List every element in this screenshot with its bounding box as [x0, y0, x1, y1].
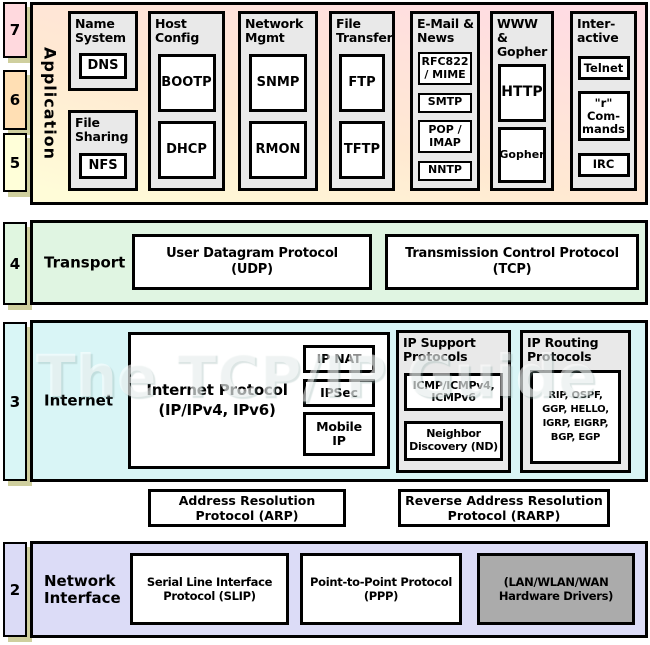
group-interactive: Inter- active Telnet "r" Com- mands IRC: [570, 11, 637, 191]
group-host-config: Host Config BOOTP DHCP: [148, 11, 225, 191]
protocol-nfs: NFS: [79, 152, 127, 179]
group-file-transfer: File Transfer FTP TFTP: [329, 11, 395, 191]
osi-layer-3-badge: 3: [3, 322, 27, 481]
group-host-config-title: Host Config: [155, 16, 200, 45]
protocol-gopher: Gopher: [498, 126, 546, 183]
protocol-udp: User Datagram Protocol (UDP): [132, 234, 372, 290]
protocol-dhcp: DHCP: [157, 120, 216, 179]
group-file-sharing-title: File Sharing: [75, 115, 129, 144]
protocol-rarp: Reverse Address Resolution Protocol (RAR…: [398, 489, 610, 527]
protocol-ftp: FTP: [339, 53, 385, 112]
protocol-ip-box: Internet Protocol (IP/IPv4, IPv6) IP NAT…: [128, 332, 390, 469]
group-www-gopher-title: WWW & Gopher: [497, 16, 548, 59]
osi-layer-4-badge: 4: [3, 222, 27, 305]
group-ip-routing-list: RIP, OSPF, GGP, HELLO, IGRP, EIGRP, BGP,…: [523, 364, 628, 471]
protocol-bootp: BOOTP: [157, 53, 216, 112]
group-name-system-protocols: DNS: [71, 45, 135, 89]
group-network-mgmt-protocols: SNMP RMON: [241, 45, 315, 189]
protocol-rfc822-mime: RFC822 / MIME: [418, 52, 472, 85]
group-interactive-protocols: Telnet "r" Com- mands IRC: [573, 45, 634, 189]
group-file-sharing: File Sharing NFS: [68, 110, 138, 191]
group-host-config-protocols: BOOTP DHCP: [151, 45, 222, 189]
protocol-smtp: SMTP: [418, 92, 472, 113]
osi-layer-5-badge: 5: [3, 133, 27, 192]
group-ip-support-protocols: IP Support Protocols ICMP/ICMPv4, ICMPv6…: [396, 330, 511, 473]
group-interactive-title: Inter- active: [577, 16, 619, 45]
group-name-system: Name System DNS: [68, 11, 138, 91]
internet-layer-band: Internet Internet Protocol (IP/IPv4, IPv…: [30, 320, 648, 482]
protocol-tcp: Transmission Control Protocol (TCP): [385, 234, 639, 290]
group-ip-routing-title: IP Routing Protocols: [527, 335, 599, 364]
protocol-slip: Serial Line Interface Protocol (SLIP): [130, 553, 289, 625]
protocol-icmp: ICMP/ICMPv4, ICMPv6: [404, 373, 503, 411]
osi-layer-2-badge: 2: [3, 542, 27, 637]
application-layer-label: Application: [40, 46, 60, 161]
osi-layer-6-badge: 6: [3, 70, 27, 130]
group-email-news-title: E-Mail & News: [417, 16, 474, 45]
protocol-arp: Address Resolution Protocol (ARP): [148, 489, 346, 527]
transport-layer-band: Transport User Datagram Protocol (UDP) T…: [30, 220, 648, 305]
group-email-news-protocols: RFC822 / MIME SMTP POP / IMAP NNTP: [413, 45, 477, 189]
application-layer-band: Application Name System DNS File Sharing…: [30, 2, 648, 205]
group-www-gopher-protocols: HTTP Gopher: [493, 58, 551, 188]
group-network-mgmt: Network Mgmt SNMP RMON: [238, 11, 318, 191]
hardware-drivers-box: (LAN/WLAN/WAN Hardware Drivers): [477, 553, 635, 625]
group-file-transfer-title: File Transfer: [336, 16, 393, 45]
protocol-dns: DNS: [79, 53, 127, 80]
group-network-mgmt-title: Network Mgmt: [245, 16, 304, 45]
group-ip-support-title: IP Support Protocols: [403, 335, 476, 364]
group-name-system-title: Name System: [75, 16, 126, 45]
protocol-pop-imap: POP / IMAP: [418, 120, 472, 153]
group-file-sharing-protocols: NFS: [71, 144, 135, 189]
osi-layer-7-badge: 7: [3, 2, 27, 58]
network-interface-layer-label: Network Interface: [44, 571, 121, 607]
protocol-ip-nat: IP NAT: [303, 345, 375, 373]
group-ip-routing-protocols: IP Routing Protocols RIP, OSPF, GGP, HEL…: [520, 330, 631, 473]
protocol-snmp: SNMP: [249, 53, 307, 112]
protocol-telnet: Telnet: [577, 55, 630, 80]
protocol-neighbor-discovery: Neighbor Discovery (ND): [404, 420, 503, 461]
group-www-gopher: WWW & Gopher HTTP Gopher: [490, 11, 554, 191]
protocol-ip-sub-column: IP NAT IPSec Mobile IP: [297, 341, 381, 460]
protocol-ip-title: Internet Protocol (IP/IPv4, IPv6): [146, 381, 288, 419]
protocol-mobile-ip: Mobile IP: [303, 412, 375, 456]
protocol-nntp: NNTP: [418, 160, 472, 181]
transport-layer-label: Transport: [44, 252, 126, 271]
protocol-tftp: TFTP: [339, 120, 385, 179]
internet-layer-label: Internet: [44, 391, 114, 410]
protocol-rmon: RMON: [249, 120, 307, 179]
protocol-irc: IRC: [577, 152, 630, 177]
protocol-ipsec: IPSec: [303, 378, 375, 407]
group-file-transfer-protocols: FTP TFTP: [332, 45, 392, 189]
protocol-routing-list: RIP, OSPF, GGP, HELLO, IGRP, EIGRP, BGP,…: [530, 369, 621, 464]
group-ip-support-list: ICMP/ICMPv4, ICMPv6 Neighbor Discovery (…: [399, 364, 508, 471]
group-email-news: E-Mail & News RFC822 / MIME SMTP POP / I…: [410, 11, 480, 191]
protocol-http: HTTP: [498, 63, 546, 122]
protocol-ppp: Point-to-Point Protocol (PPP): [300, 553, 462, 625]
network-interface-layer-band: Network Interface Serial Line Interface …: [30, 541, 648, 638]
protocol-r-commands: "r" Com- mands: [577, 91, 630, 142]
